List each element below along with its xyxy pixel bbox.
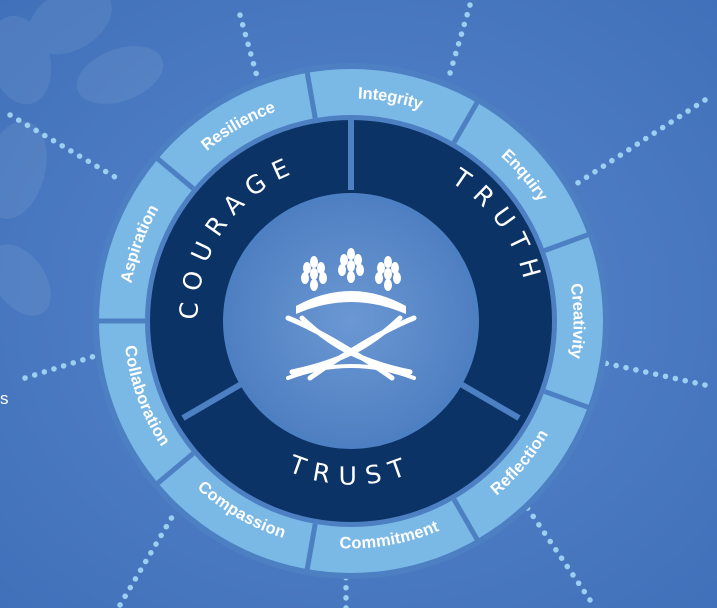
outer-divider	[304, 68, 318, 119]
connector-integrity	[237, 12, 261, 83]
outer-divider	[451, 498, 482, 544]
inner-ring-dividers	[181, 120, 521, 421]
connector-commitment	[517, 494, 593, 603]
outer-divider	[543, 231, 593, 253]
outer-divider	[153, 154, 195, 191]
connector-enquiry	[445, 2, 473, 83]
decorative-leaves	[0, 0, 164, 316]
connector-reflection	[597, 359, 708, 388]
center-circle	[229, 199, 473, 443]
connector-resilience	[7, 112, 123, 183]
crossed-ribbons	[285, 315, 417, 381]
connector-collaboration	[117, 509, 178, 608]
outer-divider	[543, 389, 593, 411]
connector-creativity	[567, 97, 708, 191]
wheat-crossed-ribbons-icon	[296, 248, 406, 314]
outer-ring-dividers	[95, 68, 593, 574]
attribute-label-creativity: Creativity	[567, 282, 588, 361]
outer-divider	[304, 523, 318, 574]
outer-divider	[451, 98, 482, 144]
connector-aspiration	[22, 353, 98, 381]
stray-text: s	[0, 389, 9, 408]
outer-divider	[153, 451, 195, 488]
